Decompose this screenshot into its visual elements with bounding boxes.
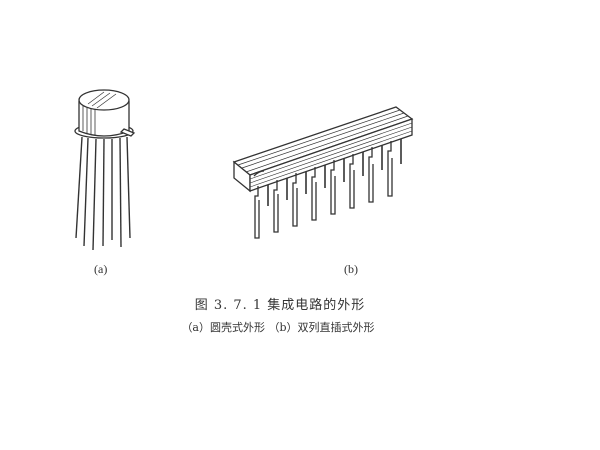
figure-caption: 图 3. 7. 1 集成电路的外形 （a）圆壳式外形 （b）双列直插式外形 bbox=[0, 294, 600, 335]
can-tab bbox=[119, 128, 136, 137]
can-top bbox=[78, 89, 130, 111]
dip-package bbox=[232, 106, 414, 239]
can-leads bbox=[75, 136, 131, 251]
label-a: (a) bbox=[94, 262, 108, 276]
caption-subtitle: （a）圆壳式外形 （b）双列直插式外形 bbox=[181, 321, 375, 334]
dip-notch bbox=[253, 170, 265, 177]
label-b: (b) bbox=[344, 262, 358, 276]
round-can-package bbox=[74, 89, 136, 251]
caption-title: 图 3. 7. 1 集成电路的外形 bbox=[194, 298, 366, 313]
dip-front-leads bbox=[254, 141, 393, 239]
